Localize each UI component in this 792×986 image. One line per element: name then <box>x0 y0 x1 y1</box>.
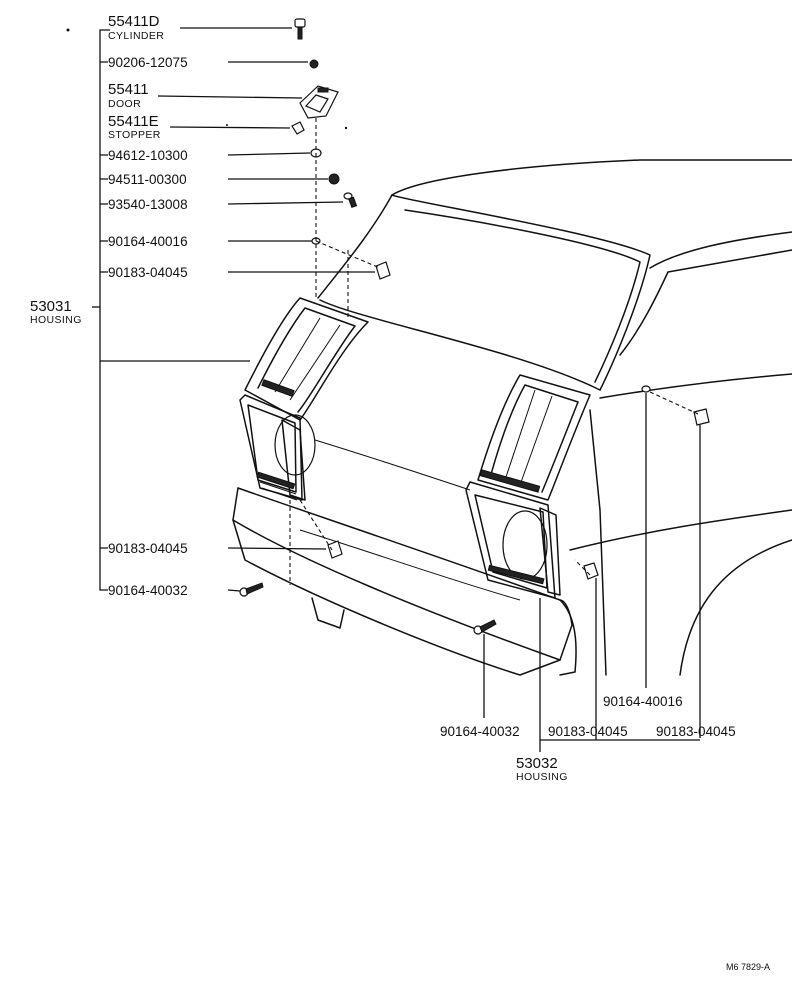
wheel-arch <box>679 539 792 676</box>
label-90183-04045-top: 90183-04045 <box>108 265 188 280</box>
clip-nut-icon-far-right <box>693 408 710 426</box>
stopper-part-icon <box>291 121 305 135</box>
screw-icon-right <box>473 619 497 635</box>
bumper-top <box>237 487 561 601</box>
side-window-frame <box>649 231 792 269</box>
clip-nut-icon-right <box>583 562 599 580</box>
screw-icon-left <box>239 582 264 597</box>
screw-icon <box>343 192 358 209</box>
label-90164-40032-left: 90164-40032 <box>108 583 188 598</box>
bumper-bottom <box>232 519 561 676</box>
print-speck <box>66 28 70 32</box>
nut-icon <box>309 59 319 69</box>
label-housing-right: HOUSING <box>516 771 568 783</box>
fender-line <box>589 409 607 676</box>
side-body-crease <box>569 509 792 551</box>
vehicle-front-illustration <box>232 159 792 676</box>
label-90183-04045-right-a: 90183-04045 <box>548 724 628 739</box>
label-53031: 53031 <box>30 298 72 315</box>
grommet-icon <box>328 173 340 185</box>
door-part-icon <box>299 85 339 119</box>
label-94612-10300: 94612-10300 <box>108 148 188 163</box>
label-55411D: 55411D <box>108 13 160 30</box>
windshield-outer <box>391 194 651 391</box>
label-90164-40016-top: 90164-40016 <box>108 234 188 249</box>
right-headlamp-housing <box>465 374 591 599</box>
label-housing-left: HOUSING <box>30 314 82 326</box>
label-90183-04045-left: 90183-04045 <box>108 541 188 556</box>
print-speck <box>226 124 228 126</box>
hood-crease <box>314 439 471 491</box>
windshield-inner <box>404 209 641 383</box>
license-bracket <box>311 597 345 629</box>
label-stopper: STOPPER <box>108 129 161 141</box>
roof-front-edge <box>391 159 792 196</box>
screw-icon-far-right <box>641 385 651 393</box>
label-door: DOOR <box>108 98 141 110</box>
hood-rear-edge <box>319 299 601 391</box>
assembly-guide-lines <box>289 118 699 585</box>
small-parts <box>239 18 710 635</box>
right-headlamp-lens <box>502 510 548 580</box>
label-90164-40016-right: 90164-40016 <box>603 694 683 709</box>
label-53032: 53032 <box>516 755 558 772</box>
side-window-lower <box>619 249 792 356</box>
reference-code: M6 7829-A <box>726 962 770 972</box>
door-belt-line <box>599 373 792 399</box>
label-90206-12075: 90206-12075 <box>108 55 188 70</box>
label-90183-04045-right-b: 90183-04045 <box>656 724 736 739</box>
bumper-end <box>559 599 577 676</box>
grille-line <box>299 529 521 601</box>
left-headlamp-lens <box>274 414 316 476</box>
a-pillar <box>317 194 393 299</box>
clip-nut-icon-left <box>327 540 343 559</box>
label-94511-00300: 94511-00300 <box>108 172 187 187</box>
callout-labels: 55411D CYLINDER 90206-12075 55411 DOOR 5… <box>30 13 770 972</box>
cylinder-part-icon <box>294 18 306 40</box>
label-90164-40032-right: 90164-40032 <box>440 724 520 739</box>
clip-nut-icon-top <box>375 261 391 280</box>
leader-lines <box>92 27 701 752</box>
label-55411: 55411 <box>108 81 149 98</box>
bumper-face <box>232 487 573 661</box>
left-headlamp-housing <box>239 297 369 501</box>
print-speck <box>344 126 348 130</box>
label-55411E: 55411E <box>108 113 159 130</box>
label-cylinder: CYLINDER <box>108 30 164 42</box>
label-93540-13008: 93540-13008 <box>108 197 188 212</box>
